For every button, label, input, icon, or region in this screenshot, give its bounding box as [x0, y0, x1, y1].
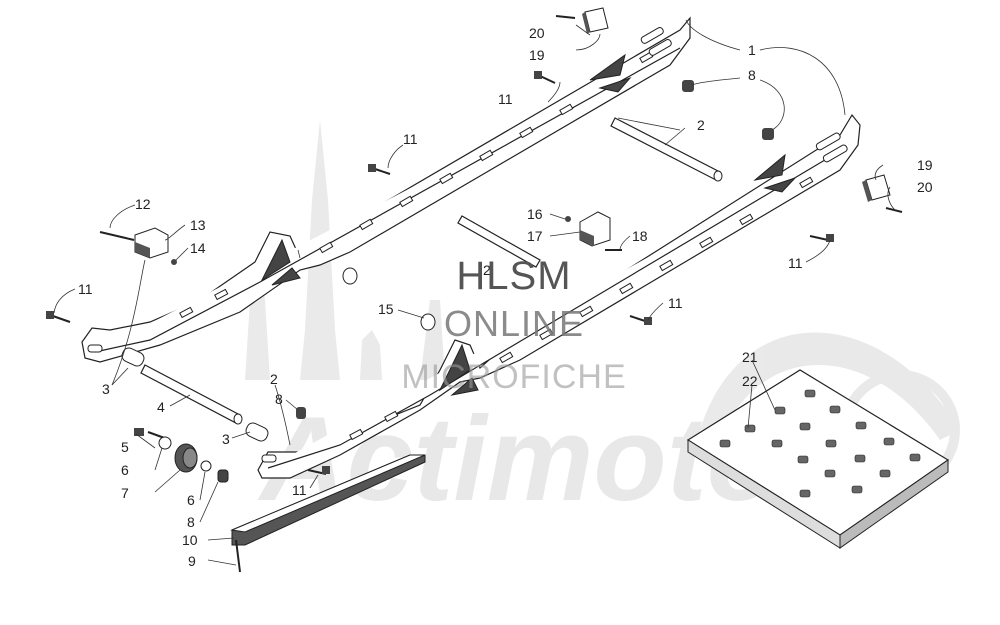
- callout-11: 11: [403, 131, 418, 147]
- cross-shafts: [140, 117, 723, 425]
- callout-17: 17: [527, 228, 543, 244]
- callout-2: 2: [270, 371, 278, 387]
- callout-8: 8: [748, 67, 756, 83]
- callout-21: 21: [742, 349, 758, 365]
- callout-15: 15: [378, 301, 394, 317]
- callout-11: 11: [788, 255, 803, 271]
- callout-14: 14: [190, 240, 206, 256]
- left-slide-rail: [81, 16, 691, 363]
- callout-1: 1: [748, 42, 756, 58]
- callout-11: 11: [78, 281, 93, 297]
- spacers: [121, 347, 269, 442]
- callout-16: 16: [527, 206, 543, 222]
- brand-watermark: Actimoto: [257, 392, 780, 526]
- callout-20: 20: [529, 25, 545, 41]
- callout-12: 12: [135, 196, 151, 212]
- callout-4: 4: [157, 399, 165, 415]
- callout-19: 19: [529, 47, 545, 63]
- callout-7: 7: [121, 485, 129, 501]
- hi-fax-wear-strip: [230, 454, 426, 573]
- right-slide-rail: [257, 113, 861, 479]
- callout-6: 6: [121, 462, 129, 478]
- callout-3: 3: [102, 381, 110, 397]
- callout-18: 18: [632, 228, 648, 244]
- callout-5: 5: [121, 439, 129, 455]
- idler-wheel-assembly: [134, 428, 229, 483]
- callout-2: 2: [483, 262, 491, 278]
- watermark-line-3: MICROFICHE: [401, 358, 627, 396]
- callout-6: 6: [187, 492, 195, 508]
- hardware: [46, 7, 903, 475]
- callout-11: 11: [668, 295, 683, 311]
- callout-10: 10: [182, 532, 198, 548]
- leader-lines: [53, 19, 896, 566]
- callout-11: 11: [292, 482, 307, 498]
- watermark-line-1: HLSM: [456, 254, 572, 298]
- watermark-line-2: ONLINE: [443, 303, 585, 344]
- callout-2: 2: [697, 117, 705, 133]
- callout-20: 20: [917, 179, 933, 195]
- callout-13: 13: [190, 217, 206, 233]
- brand-watermark-text: Actimoto: [257, 392, 780, 526]
- callout-8: 8: [187, 514, 195, 530]
- callout-3: 3: [222, 431, 230, 447]
- callout-9: 9: [188, 553, 196, 569]
- track-section: [686, 369, 950, 549]
- callout-8: 8: [275, 391, 283, 407]
- callout-19: 19: [917, 157, 933, 173]
- callout-22: 22: [742, 373, 758, 389]
- callout-labels: 1 2 2 2 3 3 4 5 6 6 7 8 8 8 9 10 11 11 1…: [78, 25, 933, 569]
- callout-11: 11: [498, 91, 513, 107]
